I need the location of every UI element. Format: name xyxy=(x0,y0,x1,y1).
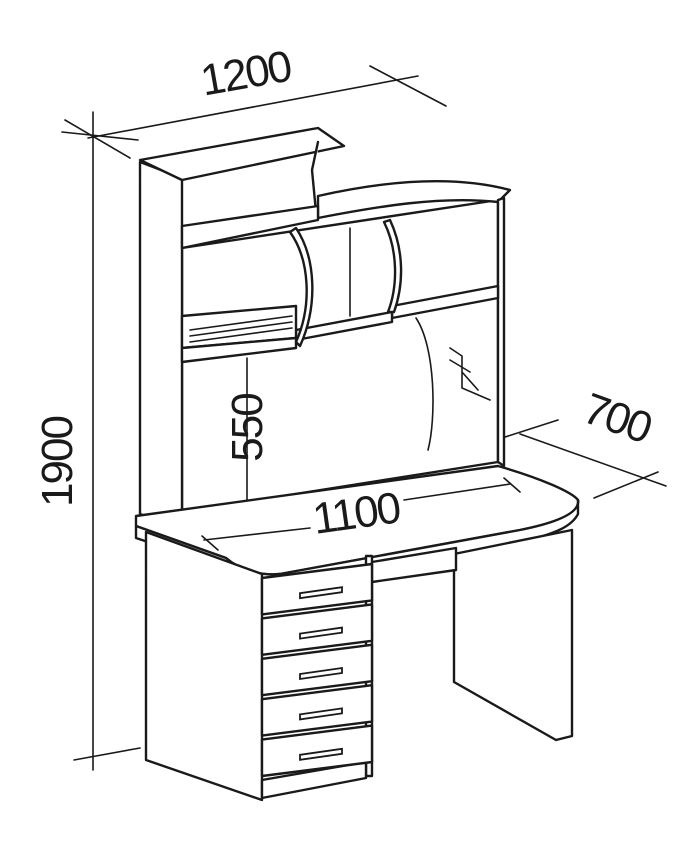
width-label: 1200 xyxy=(197,42,295,106)
drawer-handle-icon xyxy=(299,747,343,761)
desk-width-dimension: 1100 xyxy=(201,477,521,551)
height-dimension: 1900 xyxy=(33,111,141,771)
drawer-handle-icon xyxy=(299,626,343,640)
drawer-front xyxy=(260,603,374,656)
depth-label: 700 xyxy=(577,384,658,453)
drawer-handle-icon xyxy=(299,586,343,600)
desk-width-label: 1100 xyxy=(310,483,403,544)
drawer-front xyxy=(260,562,374,616)
desk-body xyxy=(144,528,574,802)
hook-icon xyxy=(449,347,491,401)
drawer-handle-icon xyxy=(299,666,343,681)
drawer-handle-icon xyxy=(299,707,343,721)
height-label: 1900 xyxy=(33,417,82,507)
drawer-front xyxy=(260,643,374,697)
hutch xyxy=(138,126,512,532)
drawer-front xyxy=(260,684,374,737)
drawer-front xyxy=(260,724,374,778)
drawer-stack xyxy=(260,562,374,778)
knee-height-label: 550 xyxy=(223,394,272,462)
